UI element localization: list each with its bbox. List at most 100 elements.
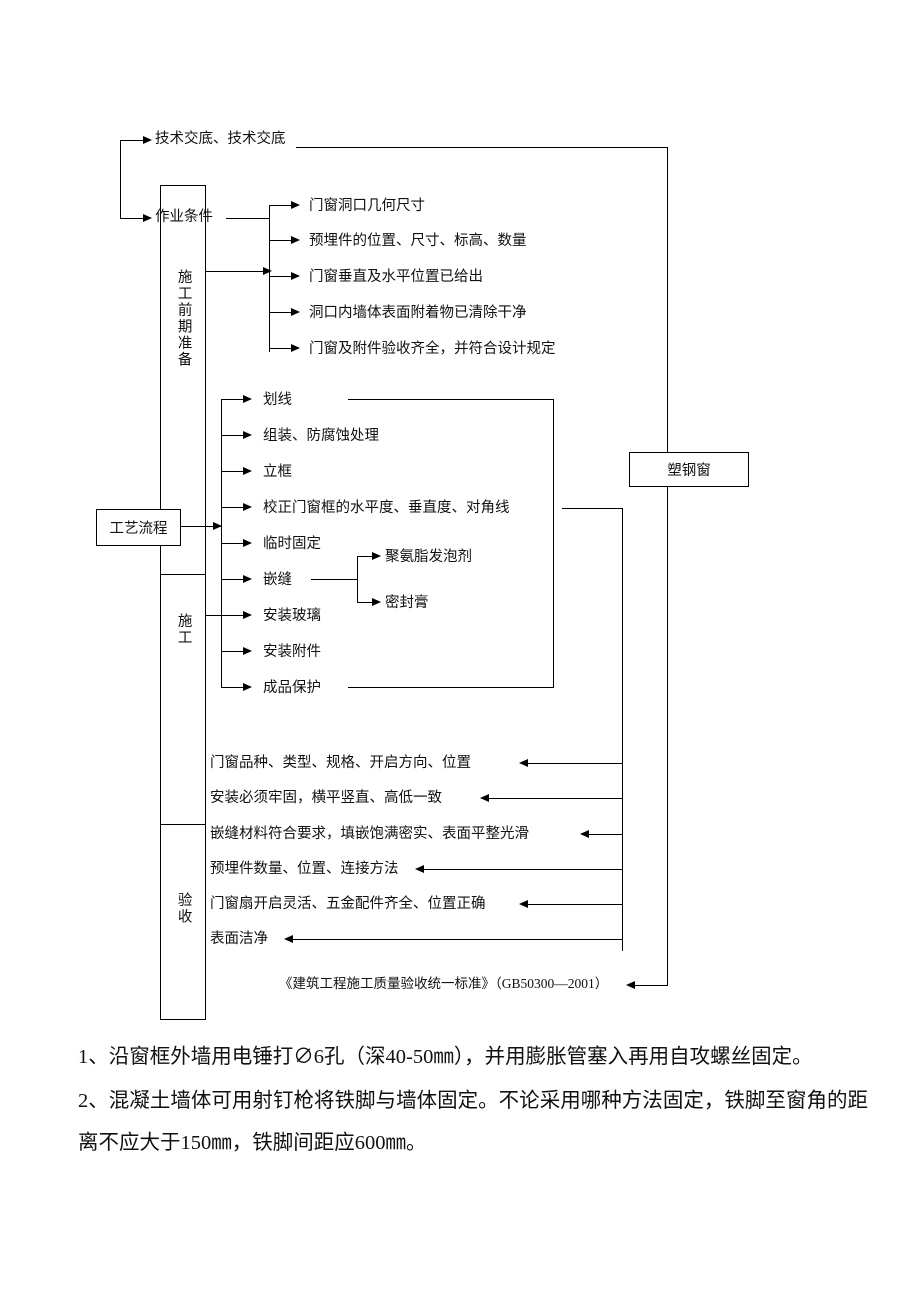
note-paragraph-1: 1、沿窗框外墙用电锤打∅6孔（深40-50㎜），并用膨胀管塞入再用自攻螺丝固定。 [78, 1046, 813, 1068]
cons-item-8: 成品保护 [263, 680, 321, 696]
cons-item-4: 临时固定 [263, 536, 321, 552]
seam-branch-line-1 [357, 602, 374, 604]
cons-arrow-head-4 [243, 538, 252, 547]
stage-bracket-bottom-cap [160, 1019, 206, 1021]
right-rail-vline [667, 147, 669, 985]
stage-bracket-top-cap [160, 185, 206, 187]
arrow-to-work-conditions [143, 213, 152, 222]
acc-arrow-head-4 [519, 899, 528, 908]
arrow-to-tech-disclosure [143, 135, 152, 144]
acc-item-5: 表面洁净 [210, 931, 268, 947]
cons-arrow-line-7 [221, 651, 245, 653]
prep-arrow-line-0 [269, 205, 293, 207]
cons-arrow-line-8 [221, 687, 245, 689]
stage-label-prep: 施工前期准备 [175, 268, 192, 368]
seam-branch-head-0 [372, 551, 381, 560]
prep-rail-vline [269, 205, 271, 352]
arrow-process-flow [213, 521, 222, 530]
construction-loop-bottom [348, 687, 554, 689]
cons-arrow-line-2 [221, 471, 245, 473]
cons-item-0: 划线 [263, 392, 292, 408]
process-flow-connector [180, 526, 222, 528]
prep-arrow-head-1 [291, 235, 300, 244]
seam-branch-stem [311, 579, 358, 581]
prep-stage-connector [205, 271, 265, 273]
seam-branch-head-1 [372, 597, 381, 606]
tech-disclosure-rail-hline [296, 147, 668, 149]
prep-item-3: 洞口内墙体表面附着物已清除干净 [309, 305, 527, 321]
cons-arrow-line-4 [221, 543, 245, 545]
stage-label-construction: 施工 [175, 612, 192, 646]
acc-item-2: 嵌缝材料符合要求，填嵌饱满密实、表面平整光滑 [210, 826, 529, 842]
work-conditions-connector [226, 218, 270, 220]
acc-arrow-line-0 [527, 763, 623, 765]
cons-arrow-head-8 [243, 682, 252, 691]
acceptance-rail-vline [622, 508, 624, 951]
acc-arrow-line-3 [423, 869, 623, 871]
cons-arrow-head-5 [243, 574, 252, 583]
construction-loop-right [553, 399, 555, 688]
cons-item-7: 安装附件 [263, 644, 321, 660]
cons-item-6: 安装玻璃 [263, 608, 321, 624]
prep-item-0: 门窗洞口几何尺寸 [309, 198, 425, 214]
left-feeder-bottom-hline [120, 218, 144, 220]
cons-arrow-head-1 [243, 430, 252, 439]
left-feeder-top-hline [120, 140, 144, 142]
prep-item-1: 预埋件的位置、尺寸、标高、数量 [309, 233, 527, 249]
acc-arrow-head-3 [415, 864, 424, 873]
acceptance-rail-feed-hline [562, 508, 623, 510]
acc-item-1: 安装必须牢固，横平竖直、高低一致 [210, 790, 442, 806]
stage-bracket-outer-left [160, 185, 162, 1020]
acc-arrow-head-0 [519, 758, 528, 767]
prep-arrow-head-4 [291, 343, 300, 352]
prep-arrow-line-4 [269, 348, 293, 350]
standard-reference-arrow [626, 980, 635, 989]
prep-item-4: 门窗及附件验收齐全，并符合设计规定 [309, 341, 556, 357]
node-work-conditions: 作业条件 [155, 209, 213, 225]
cons-arrow-line-0 [221, 399, 245, 401]
stage-bracket-outer-right [205, 185, 207, 1020]
cons-arrow-line-6 [221, 615, 245, 617]
node-tech-disclosure: 技术交底、技术交底 [155, 131, 286, 147]
cons-item-1: 组装、防腐蚀处理 [263, 428, 379, 444]
cons-arrow-line-3 [221, 507, 245, 509]
construction-stage-connector [205, 615, 227, 617]
acc-arrow-line-4 [527, 904, 623, 906]
construction-loop-top [348, 399, 554, 401]
acc-arrow-line-2 [588, 834, 623, 836]
standard-reference-label: 《建筑工程施工质量验收统一标准》（GB50300—2001） [279, 976, 609, 991]
stage-label-acceptance: 验收 [175, 891, 192, 925]
cons-arrow-head-0 [243, 394, 252, 403]
cons-arrow-line-1 [221, 435, 245, 437]
cons-arrow-line-5 [221, 579, 245, 581]
prep-arrow-line-3 [269, 312, 293, 314]
seam-branch-item-1: 密封膏 [385, 595, 429, 611]
stage-divider-prep-construction [160, 574, 206, 576]
left-feeder-vline [120, 140, 122, 219]
prep-arrow-head-3 [291, 307, 300, 316]
cons-arrow-head-2 [243, 466, 252, 475]
prep-arrow-line-1 [269, 240, 293, 242]
cons-item-3: 校正门窗框的水平度、垂直度、对角线 [263, 500, 510, 516]
stage-divider-construction-acceptance [160, 824, 206, 826]
node-plastic-steel-window: 塑钢窗 [629, 452, 749, 487]
cons-item-2: 立框 [263, 464, 292, 480]
cons-arrow-head-3 [243, 502, 252, 511]
acc-arrow-head-5 [284, 934, 293, 943]
arrow-prep-stage [263, 266, 272, 275]
acc-item-3: 预埋件数量、位置、连接方法 [210, 861, 399, 877]
standard-reference-line [634, 985, 668, 987]
cons-arrow-head-7 [243, 646, 252, 655]
acc-item-0: 门窗品种、类型、规格、开启方向、位置 [210, 755, 471, 771]
note-paragraph-2: 2、混凝土墙体可用射钉枪将铁脚与墙体固定。不论采用哪种方法固定，铁脚至窗角的距离… [78, 1090, 868, 1154]
cons-arrow-head-6 [243, 610, 252, 619]
node-process-flow: 工艺流程 [96, 509, 181, 546]
prep-arrow-head-0 [291, 200, 300, 209]
seam-branch-vline [357, 556, 359, 603]
seam-branch-line-0 [357, 556, 374, 558]
acc-arrow-head-2 [580, 829, 589, 838]
prep-arrow-line-2 [269, 276, 293, 278]
acc-arrow-line-1 [488, 798, 623, 800]
notes-section: 1、沿窗框外墙用电锤打∅6孔（深40-50㎜），并用膨胀管塞入再用自攻螺丝固定。… [78, 1036, 868, 1166]
